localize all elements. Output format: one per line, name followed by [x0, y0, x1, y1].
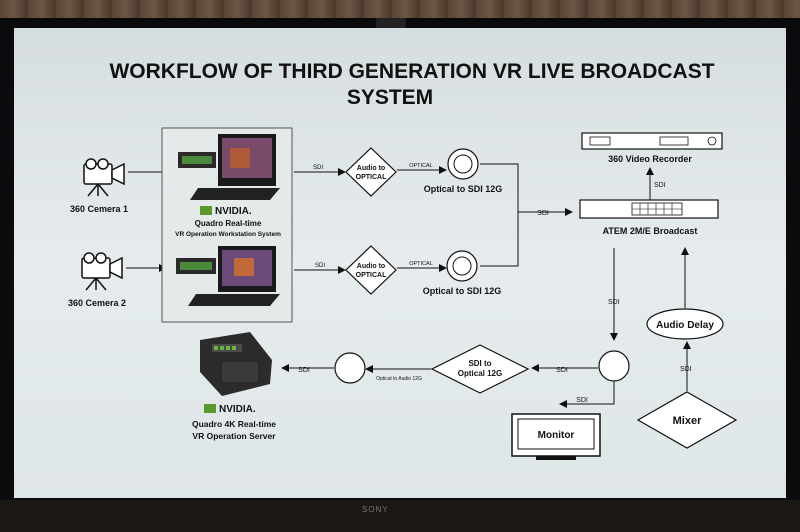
edge-sdi-to-server: SDI: [298, 367, 310, 374]
title-line-2: SYSTEM: [347, 86, 433, 109]
node-splitter: [598, 350, 630, 382]
node-optical-circle: [334, 352, 366, 384]
server-line-1: Quadro 4K Real-time: [192, 419, 276, 429]
video-recorder-icon: [581, 132, 723, 150]
title-line-1: WORKFLOW OF THIRD GENERATION VR LIVE BRO…: [109, 60, 714, 83]
camera-1-label: 360 Cemera 1: [70, 204, 128, 214]
node-optical-to-sdi-bottom: [446, 250, 478, 282]
edge-sdi-splitter: SDI: [556, 367, 568, 374]
node-audio-to-optical-bottom: [345, 245, 397, 295]
edge-optical-top: OPTICAL: [409, 163, 433, 169]
audio-to-optical-bottom-l2: OPTICAL: [356, 272, 387, 279]
workstation-brand: NVIDIA.: [215, 206, 252, 217]
workstation-laptop-bottom-icon: [176, 246, 280, 306]
camera-2-icon: [81, 252, 123, 291]
atem-label: ATEM 2M/E Broadcast: [603, 226, 698, 236]
video-recorder-label: 360 Video Recorder: [608, 154, 692, 164]
node-optical-to-sdi-top: [447, 148, 479, 180]
audio-to-optical-top-l1: Audio to: [357, 165, 385, 172]
edge-sdi-top-1: SDI: [313, 165, 323, 171]
sdi-to-optical-l1: SDI to: [468, 359, 491, 368]
mixer-label: Mixer: [673, 415, 702, 427]
optical-to-sdi-bottom-label: Optical to SDI 12G: [423, 286, 502, 296]
node-audio-delay: [646, 308, 724, 340]
tv-brand-label: SONY: [362, 505, 389, 514]
edge-sdi-mixer: SDI: [680, 366, 692, 373]
monitor-icon: [511, 413, 601, 460]
edge-sdi-atem-down: SDI: [608, 299, 620, 306]
edge-sdi-bottom-1: SDI: [315, 263, 325, 269]
server-brand: NVIDIA.: [219, 404, 256, 415]
atem-switcher-icon: [579, 199, 719, 219]
camera-1-icon: [83, 158, 125, 197]
edge-optical-to-audio: Optical to Audio 12G: [376, 376, 422, 382]
node-sdi-to-optical: [430, 344, 530, 394]
optical-to-sdi-top-label: Optical to SDI 12G: [424, 184, 503, 194]
audio-delay-label: Audio Delay: [656, 320, 714, 331]
edge-sdi-monitor: SDI: [576, 397, 588, 404]
camera-2-label: 360 Cemera 2: [68, 298, 126, 308]
tv-webcam: [376, 18, 406, 28]
edge-sdi-to-atem: SDI: [537, 210, 549, 217]
node-audio-to-optical-top: [345, 147, 397, 197]
monitor-label: Monitor: [538, 430, 575, 441]
server-line-2: VR Operation Server: [192, 431, 276, 441]
nvidia-logo-workstation: [200, 206, 212, 215]
server-icon: [200, 332, 272, 396]
edge-optical-bottom: OPTICAL: [409, 261, 433, 267]
tv-base: [0, 500, 800, 532]
workstation-line-1: Quadro Real-time: [195, 219, 262, 228]
audio-to-optical-bottom-l1: Audio to: [357, 263, 385, 270]
node-mixer: [636, 391, 738, 449]
nvidia-logo-server: [204, 404, 216, 413]
workstation-laptop-top-icon: [178, 134, 280, 200]
edge-sdi-recorder: SDI: [654, 182, 666, 189]
audio-to-optical-top-l2: OPTICAL: [356, 174, 387, 181]
sdi-to-optical-l2: Optical 12G: [458, 369, 502, 378]
workstation-line-2: VR Operation Workstation System: [175, 231, 281, 238]
